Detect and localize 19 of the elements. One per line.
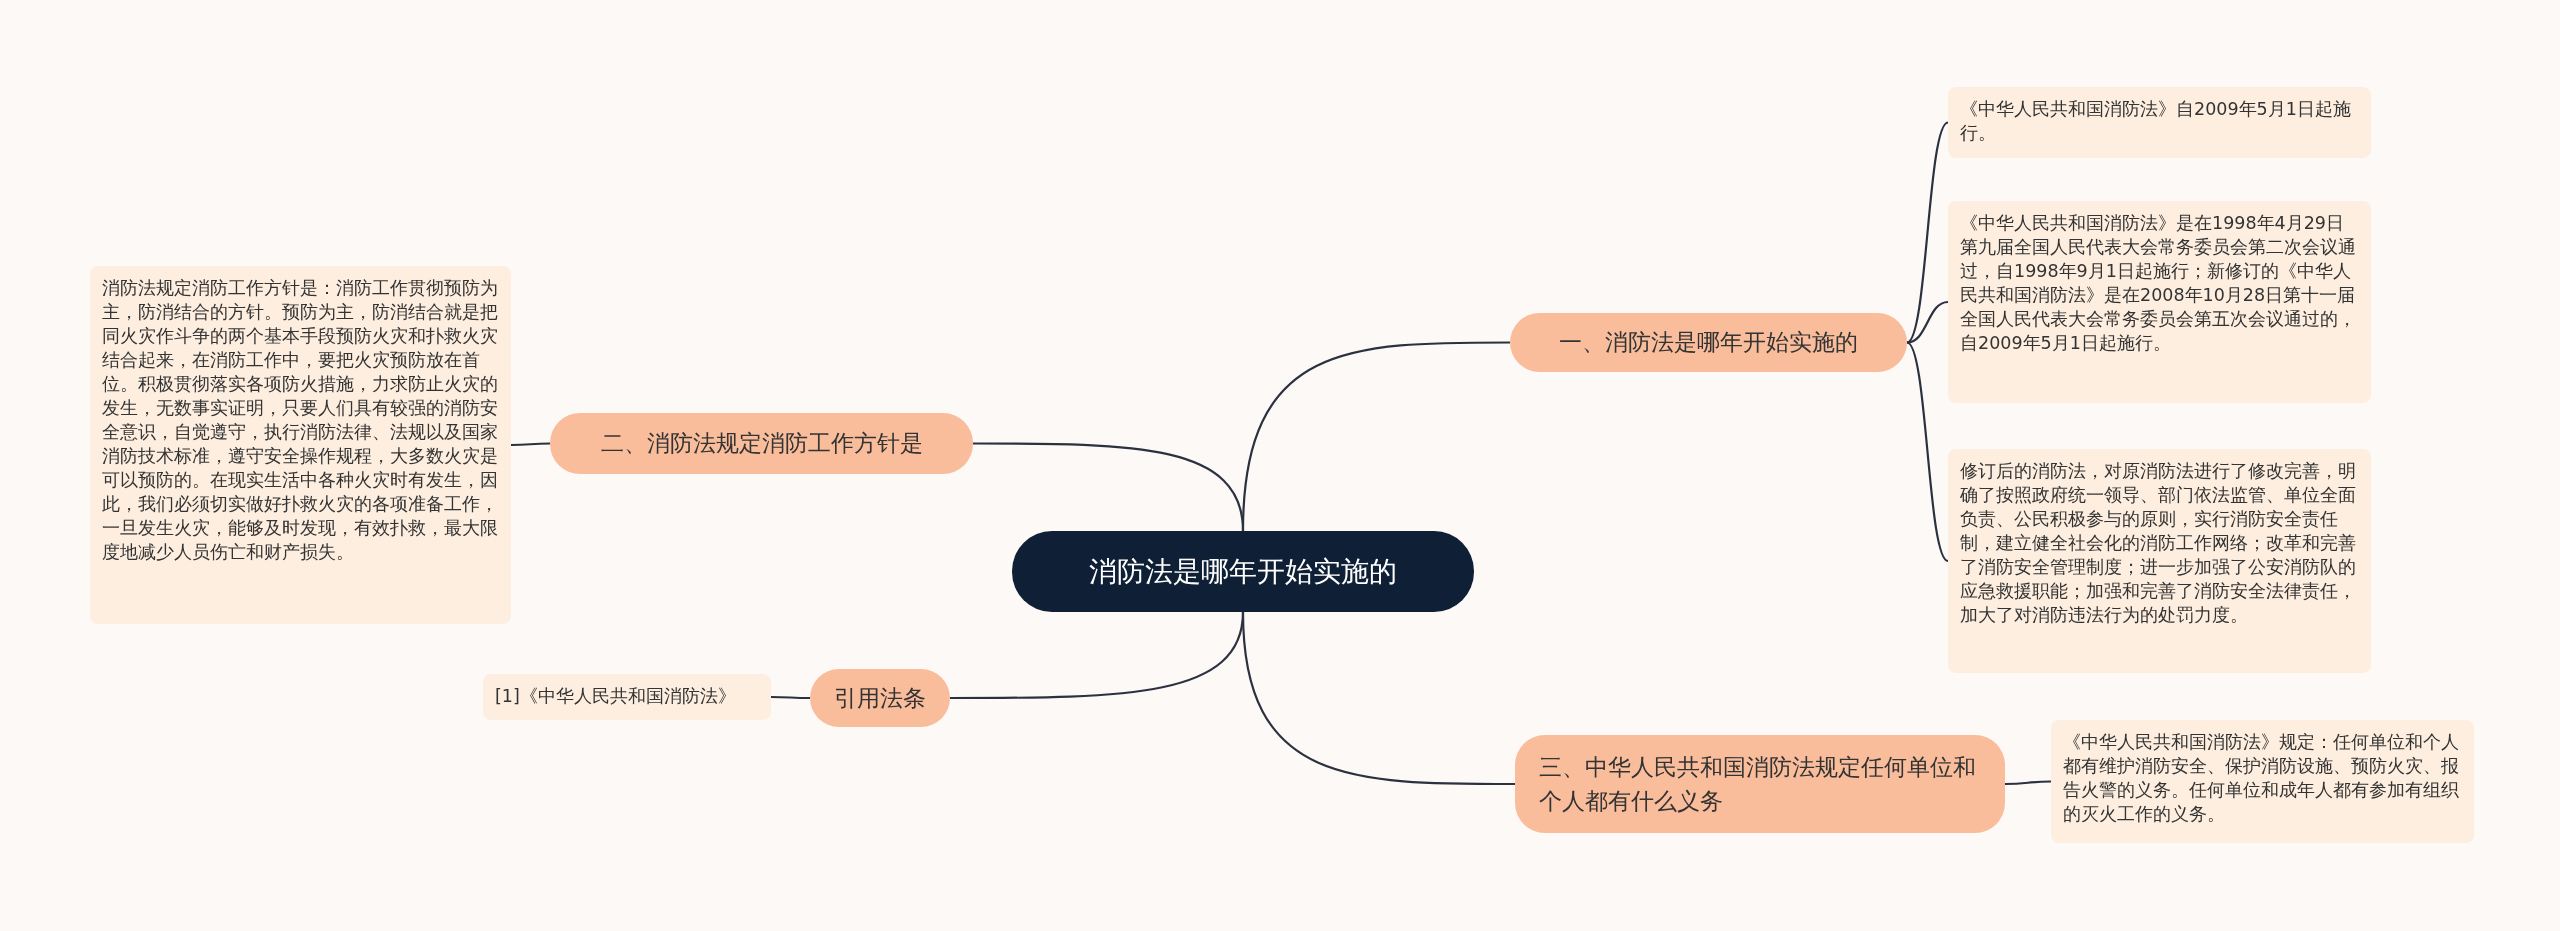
text-card: 修订后的消防法，对原消防法进行了修改完善，明确了按照政府统一领导、部门依法监管、单位全面负责、公民积极参与的原则，实行消防安全责任制，建立健全社会化的消防工作网络；改革和完善了消防安全管理制度；进一步加强了公安消防队的应急救援职能；加强和完善了消防安全法律责任，加大了对消防违法行为的处罚力度。 — [1948, 449, 2371, 673]
connector-line — [1906, 300, 1949, 344]
text-card: 《中华人民共和国消防法》是在1998年4月29日第九届全国人民代表大会常务委员会第二次会议通过，自1998年9月1日起施行；新修订的《中华人民共和国消防法》是在2008年10月28日第十一届全国人民代表大会常务委员会第五次会议通过的，自2009年5月1日起施行。 — [1948, 201, 2371, 403]
connector-line — [973, 442, 1245, 532]
text-card: [1]《中华人民共和国消防法》 — [483, 674, 771, 720]
text-card: 《中华人民共和国消防法》规定：任何单位和个人都有维护消防安全、保护消防设施、预防火灾、报告火警的义务。任何单位和成年人都有参加有组织的灭火工作的义务。 — [2051, 720, 2474, 843]
topic-box: 二、消防法规定消防工作方针是 — [550, 413, 973, 474]
text-card: 《中华人民共和国消防法》自2009年5月1日起施行。 — [1948, 87, 2371, 158]
topic-box: 三、中华人民共和国消防法规定任何单位和个人都有什么义务 — [1515, 735, 2005, 833]
text-card: 消防法规定消防工作方针是：消防工作贯彻预防为主，防消结合的方针。预防为主，防消结合就是把同火灾作斗争的两个基本手段预防火灾和扑救火灾结合起来，在消防工作中，要把火灾预防放在首位。积极贯彻落实各项防火措施，力求防止火灾的发生，无数事实证明，只要人们具有较强的消防安全意识，自觉遵守，执行消防法律、法规以及国家消防技术标准，遵守安全操作规程，大多数火灾是可以预防的。在现实生活中各种火灾时有发生，因此，我们必须切实做好扑救火灾的各项准备工作，一旦发生火灾，能够及时发现，有效扑救，最大限度地减少人员伤亡和财产损失。 — [90, 266, 511, 624]
connector-line — [1241, 611, 1515, 786]
central-topic-box: 消防法是哪年开始实施的 — [1012, 531, 1474, 612]
topic-box: 一、消防法是哪年开始实施的 — [1510, 313, 1907, 372]
connector-line — [2005, 780, 2051, 786]
connector-line — [771, 695, 810, 700]
connector-line — [1906, 121, 1949, 344]
connector-line — [1906, 341, 1949, 562]
connector-line — [511, 442, 550, 447]
topic-box: 引用法条 — [810, 669, 950, 727]
